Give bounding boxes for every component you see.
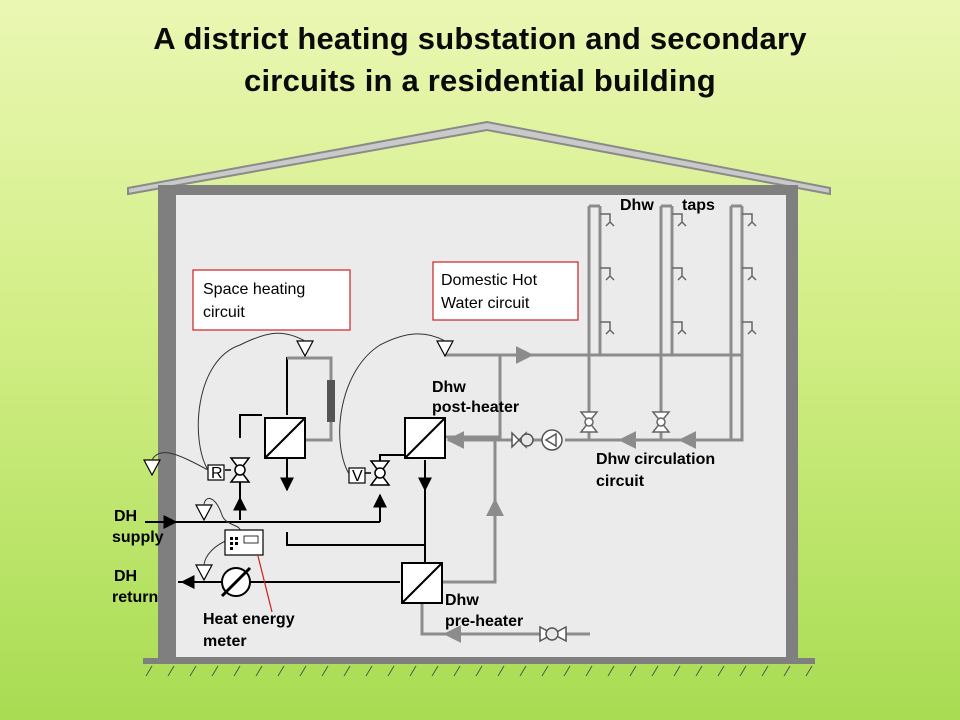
post-heater-label-1: Dhw: [432, 379, 466, 396]
dhw-taps-label-2: taps: [682, 197, 715, 214]
space-heating-label-1: Space heating: [203, 281, 305, 298]
signal-wires: [151, 332, 446, 566]
circulation-label-2: circuit: [596, 473, 645, 490]
post-heater-label-2: post-heater: [432, 399, 519, 416]
tap-row-1: [600, 213, 757, 227]
preheater-to-postheater-pipe: [442, 440, 497, 584]
dhw-taps: [600, 213, 757, 335]
space-heating-label-box: [192, 269, 351, 331]
dh-supply-label-2: supply: [112, 529, 164, 546]
dhw-pre-heater-exchanger: [401, 562, 443, 604]
ground-hatching: [145, 665, 813, 677]
controller-v-label: V: [352, 468, 363, 485]
slide-title: A district heating substation and second…: [0, 18, 960, 102]
dh-return-label-1: DH: [114, 568, 137, 585]
control-valves: [225, 457, 391, 486]
outdoor-sensor-icon: [143, 459, 161, 477]
circulation-valve-2: [651, 411, 671, 433]
dhw-supply-pipe: [445, 353, 600, 439]
meter-label-1: Heat energy: [203, 611, 295, 628]
meter-label-2: meter: [203, 633, 247, 650]
heat-exchangers: [264, 417, 446, 604]
dh-return-label-2: return: [112, 589, 158, 606]
title-line-2: circuits in a residential building: [244, 63, 716, 98]
dhw-circuit-label-box: [432, 261, 579, 321]
circulation-valve-1: [579, 411, 599, 433]
tap-row-3: [600, 321, 757, 335]
dhw-taps-label-1: Dhw: [620, 197, 654, 214]
inlet-check-valve: [539, 625, 567, 643]
meter-pointer-line: [257, 555, 273, 613]
circulation-valves: [579, 411, 671, 433]
controller-r-label: R: [211, 465, 223, 482]
floor-slab: [143, 658, 815, 664]
check-valve-ball-icon: [520, 433, 534, 447]
pre-heater-label-1: Dhw: [445, 592, 479, 609]
title-line-1: A district heating substation and second…: [153, 21, 807, 56]
dhw-circuit-label-2: Water circuit: [441, 295, 530, 312]
dhw-pipework: [420, 204, 744, 643]
tap-row-2: [600, 267, 757, 281]
space-heating-label-2: circuit: [203, 304, 245, 321]
circulation-label-1: Dhw circulation: [596, 451, 715, 468]
cold-water-inlet-pipe: [420, 600, 590, 636]
space-heating-control-valve: [225, 457, 251, 483]
dh-supply-label-1: DH: [114, 508, 137, 525]
roof: [127, 120, 831, 196]
sh-valve-pipe: [239, 414, 262, 438]
controller-boxes: R V: [207, 464, 366, 485]
radiator: [327, 380, 335, 422]
controller-r-box: [207, 464, 225, 481]
dhw-post-heater-exchanger: [404, 417, 446, 459]
pre-heater-label-2: pre-heater: [445, 613, 523, 630]
heat-energy-meter: [220, 529, 273, 613]
sh-return-line: [286, 532, 425, 546]
circulation-pump-group: [511, 429, 563, 451]
controller-v-box: [348, 467, 366, 484]
dhw-circuit-label-1: Domestic Hot: [441, 272, 538, 289]
space-heating-exchanger: [264, 417, 306, 459]
dhw-control-valve: [365, 460, 391, 486]
text-labels: Space heating circuit Domestic Hot Water…: [112, 197, 715, 650]
